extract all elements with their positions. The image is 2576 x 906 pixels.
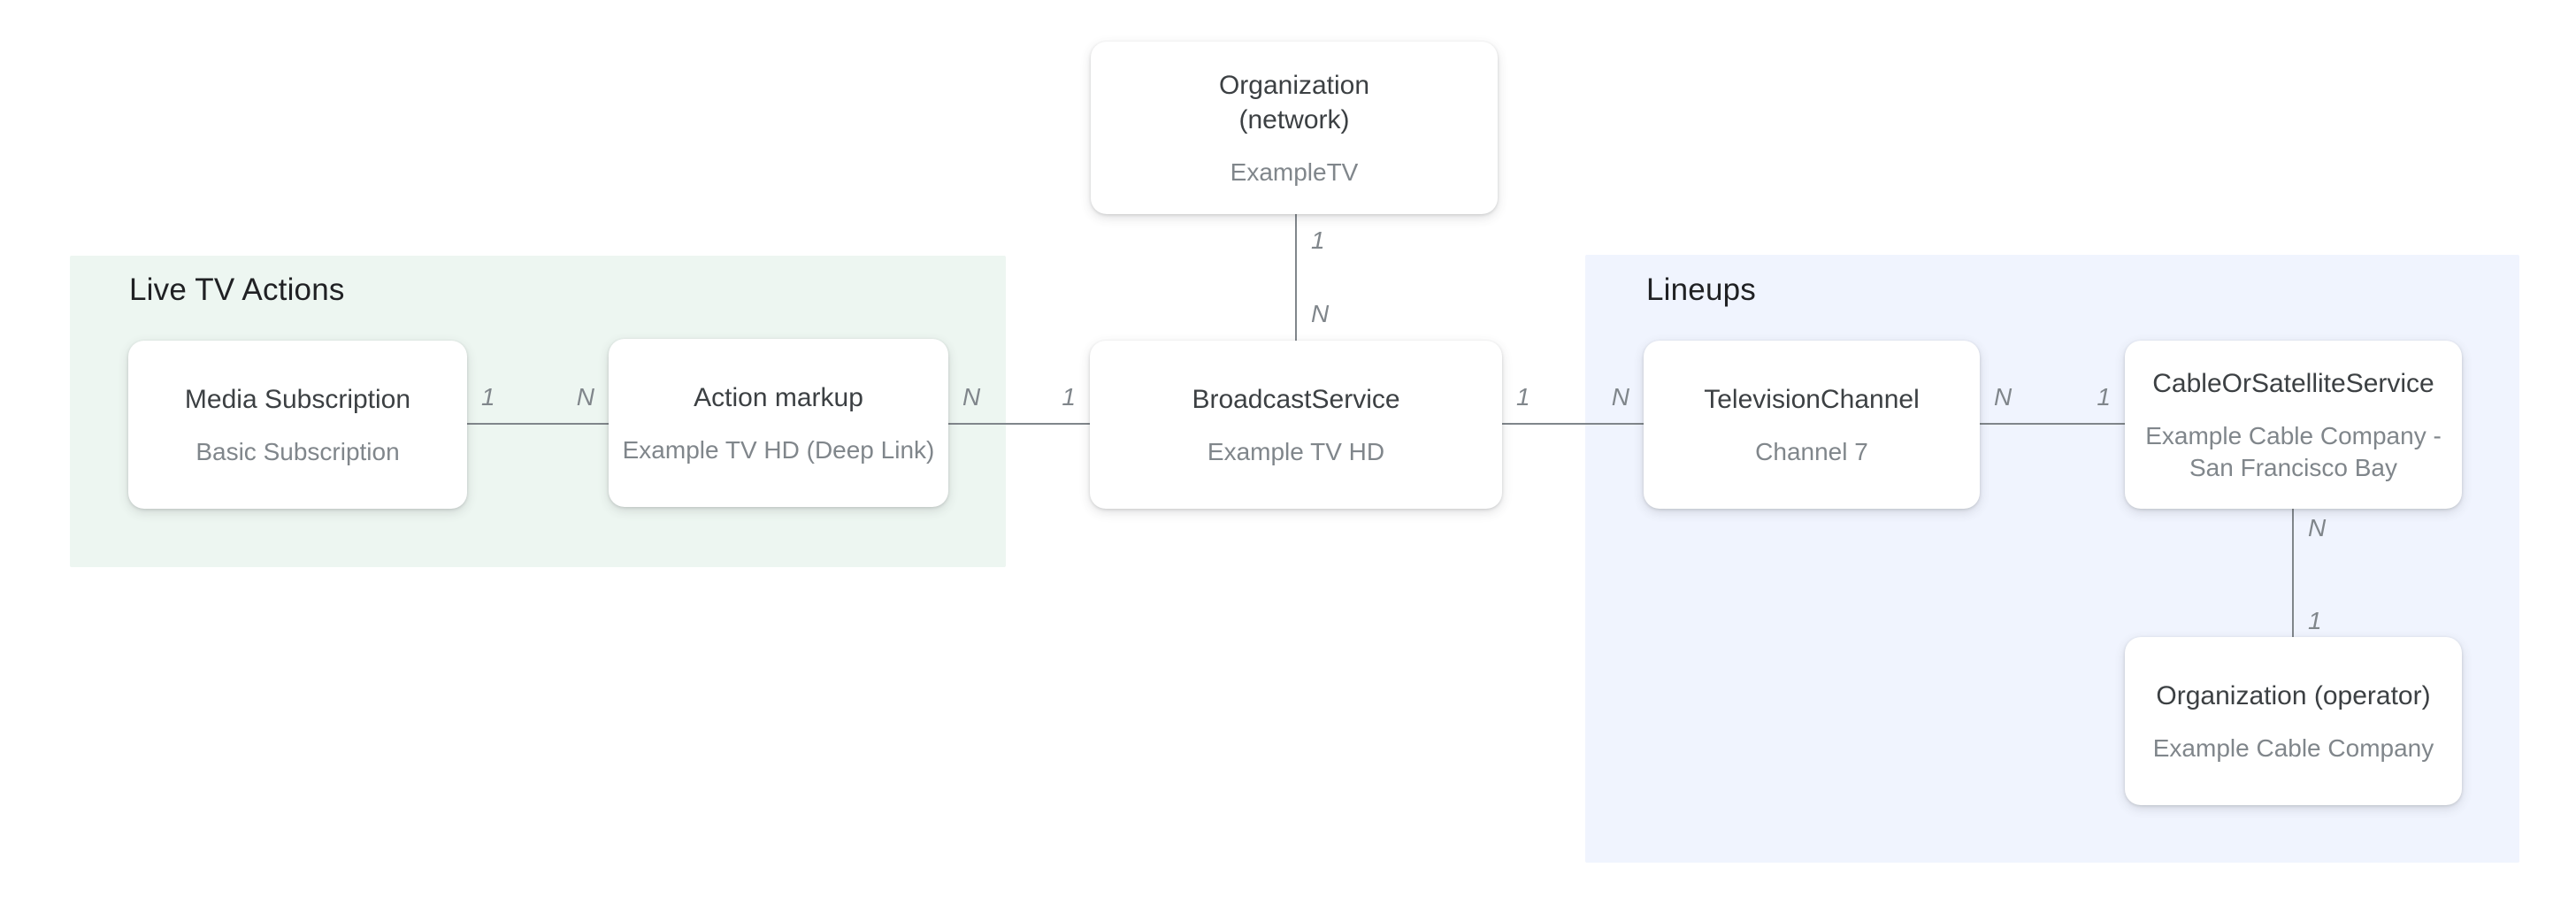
node-subtitle: Channel 7 — [1755, 437, 1868, 465]
edge-cable-to-operator: N 1 — [2292, 509, 2347, 637]
region-lineups-label: Lineups — [1646, 273, 1757, 307]
node-subtitle: ExampleTV — [1230, 157, 1359, 186]
edge-network-to-broadcast: 1 N — [1295, 214, 1350, 341]
cardinality-label: 1 — [2097, 383, 2111, 411]
node-title: Action markup — [694, 382, 863, 412]
cardinality-label: 1 — [481, 383, 495, 411]
cardinality-label: 1 — [2308, 607, 2322, 634]
node-subtitle: Example Cable Company - San Francisco Ba… — [2145, 421, 2442, 481]
edge-mediasub-to-action: 1 N — [467, 383, 609, 425]
node-title: BroadcastService — [1192, 384, 1400, 414]
node-title: TelevisionChannel — [1704, 384, 1920, 414]
node-television-channel: TelevisionChannel Channel 7 — [1644, 341, 1980, 509]
node-subtitle: Example Cable Company — [2152, 733, 2434, 762]
edge-action-to-broadcast: N 1 — [948, 383, 1090, 425]
node-title: CableOrSatelliteService — [2152, 368, 2434, 398]
cardinality-label: 1 — [1311, 226, 1325, 254]
cardinality-label: N — [1311, 300, 1330, 327]
cardinality-label: N — [2308, 514, 2327, 541]
cardinality-label: N — [1994, 383, 2012, 411]
cardinality-label: 1 — [1516, 383, 1530, 411]
node-title: Media Subscription — [184, 384, 411, 414]
edge-channel-to-cable: N 1 — [1980, 383, 2125, 425]
node-action-markup: Action markup Example TV HD (Deep Link) — [609, 339, 948, 507]
node-broadcast-service: BroadcastService Example TV HD — [1090, 341, 1502, 509]
node-media-subscription: Media Subscription Basic Subscription — [128, 341, 467, 509]
cardinality-label: N — [1611, 383, 1629, 411]
node-subtitle: Example TV HD (Deep Link) — [622, 435, 935, 464]
region-live-tv-actions-label: Live TV Actions — [129, 273, 345, 307]
node-subtitle: Example TV HD — [1207, 437, 1385, 465]
node-cable-or-satellite-service: CableOrSatelliteService Example Cable Co… — [2125, 341, 2462, 509]
cardinality-label: 1 — [1062, 383, 1076, 411]
cardinality-label: N — [576, 383, 594, 411]
cardinality-label: N — [962, 383, 981, 411]
node-organization-operator: Organization (operator) Example Cable Co… — [2125, 637, 2462, 805]
node-subtitle: Basic Subscription — [196, 437, 400, 465]
node-organization-network: Organization (network) ExampleTV — [1091, 42, 1498, 214]
node-title: Organization (operator) — [2156, 680, 2431, 710]
node-title: Organization (network) — [1218, 70, 1370, 134]
edge-broadcast-to-channel: 1 N — [1502, 383, 1644, 425]
